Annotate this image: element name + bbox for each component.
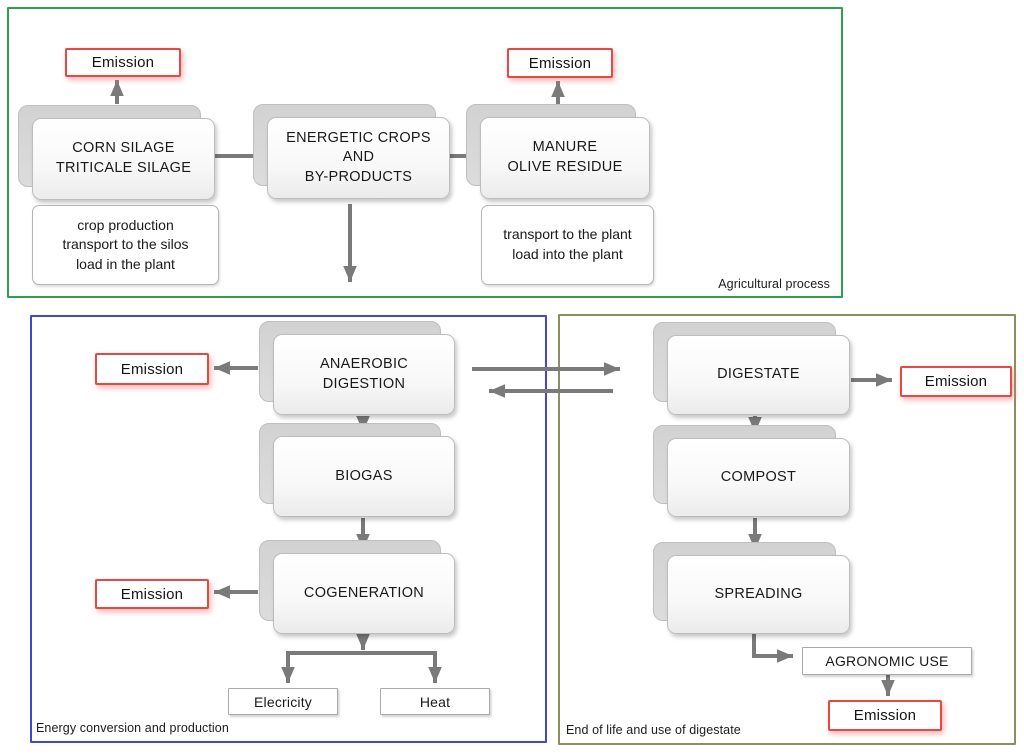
node-label: Heat [419, 693, 451, 710]
energy-conversion-label: Energy conversion and production [36, 721, 229, 735]
energy-conversion-frame [30, 315, 547, 743]
agricultural-process-frame [7, 7, 843, 298]
note-text: transport to the plant load into the pla… [503, 226, 632, 262]
emission-box-digestate: Emission [900, 366, 1012, 397]
note-text: crop production transport to the silos l… [62, 216, 189, 272]
node-energetic-crops: ENERGETIC CROPS AND BY-PRODUCTS [253, 104, 450, 199]
digestate-use-frame [558, 314, 1016, 745]
node-label: Elecricity [253, 693, 312, 710]
emission-label: Emission [528, 54, 592, 72]
node-label: ANAEROBIC DIGESTION [319, 355, 409, 392]
node-label: DIGESTATE [717, 366, 800, 383]
node-label: AGRONOMIC USE [825, 653, 949, 669]
emission-box-corn: Emission [65, 48, 181, 77]
node-heat: Heat [380, 688, 490, 715]
node-label: ENERGETIC CROPS AND BY-PRODUCTS [286, 129, 431, 185]
node-biogas: BIOGAS [259, 423, 455, 517]
note-crop-production: crop production transport to the silos l… [32, 205, 219, 285]
emission-box-cogeneration: Emission [95, 579, 209, 609]
node-digestate: DIGESTATE [653, 322, 850, 415]
node-spreading: SPREADING [653, 542, 850, 634]
node-compost: COMPOST [653, 425, 850, 517]
digestate-use-label: End of life and use of digestate [566, 723, 741, 737]
emission-label: Emission [91, 54, 155, 71]
emission-label: Emission [120, 360, 184, 378]
node-label: COGENERATION [303, 584, 425, 601]
node-label: SPREADING [714, 585, 803, 602]
node-label: COMPOST [720, 468, 797, 485]
emission-box-anaerobic: Emission [95, 353, 209, 385]
emission-box-manure: Emission [507, 48, 613, 78]
node-anaerobic-digestion: ANAEROBIC DIGESTION [259, 321, 455, 415]
node-electricity: Elecricity [228, 688, 338, 715]
node-manure: MANURE OLIVE RESIDUE [466, 104, 650, 199]
node-label: BIOGAS [335, 467, 393, 484]
emission-box-agronomic: Emission [828, 700, 942, 731]
emission-label: Emission [120, 585, 184, 603]
node-corn-silage: CORN SILAGE TRITICALE SILAGE [18, 105, 215, 200]
node-agronomic-use: AGRONOMIC USE [802, 647, 972, 675]
agricultural-process-label: Agricultural process [718, 277, 830, 291]
emission-label: Emission [924, 373, 988, 390]
node-label: CORN SILAGE TRITICALE SILAGE [55, 140, 192, 176]
node-label: MANURE OLIVE RESIDUE [507, 139, 623, 175]
emission-label: Emission [853, 707, 917, 724]
node-cogeneration: COGENERATION [259, 540, 455, 634]
note-transport: transport to the plant load into the pla… [481, 205, 654, 285]
